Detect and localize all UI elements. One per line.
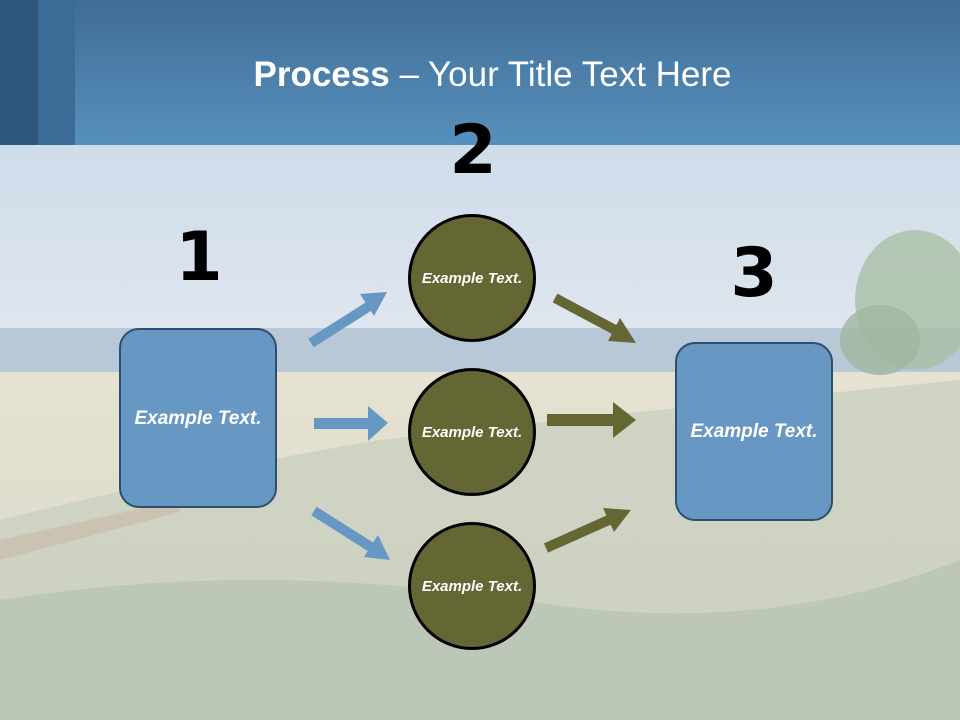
- arrow-middle-to-three: [547, 402, 636, 438]
- arrow-to-bottom: [311, 506, 390, 560]
- step-two-circle-top[interactable]: Example Text.: [408, 214, 536, 342]
- header-accent-mid: [38, 0, 75, 145]
- step-number-2: 2: [449, 111, 497, 190]
- header-accent-dark: [0, 0, 38, 145]
- arrow-to-middle: [314, 406, 388, 441]
- title-header-band: [0, 0, 960, 145]
- step-number-3: 3: [730, 234, 778, 313]
- circle-top-label: Example Text.: [421, 269, 523, 287]
- title-bold: Process: [253, 55, 390, 94]
- step-two-circle-bottom[interactable]: Example Text.: [408, 522, 536, 650]
- arrow-top-to-three: [552, 293, 636, 343]
- circle-middle-label: Example Text.: [421, 423, 523, 441]
- arrow-to-top: [308, 292, 387, 348]
- circle-bottom-label: Example Text.: [421, 577, 523, 595]
- step-one-label: Example Text.: [134, 407, 262, 429]
- step-number-1: 1: [175, 218, 223, 297]
- step-two-circle-middle[interactable]: Example Text.: [408, 368, 536, 496]
- title-rest: – Your Title Text Here: [389, 55, 732, 94]
- step-three-box[interactable]: Example Text.: [675, 342, 833, 521]
- slide-title[interactable]: Process – Your Title Text Here: [0, 52, 960, 98]
- step-three-label: Example Text.: [690, 421, 818, 442]
- step-one-box[interactable]: Example Text.: [119, 328, 277, 508]
- arrow-bottom-to-three: [543, 508, 631, 553]
